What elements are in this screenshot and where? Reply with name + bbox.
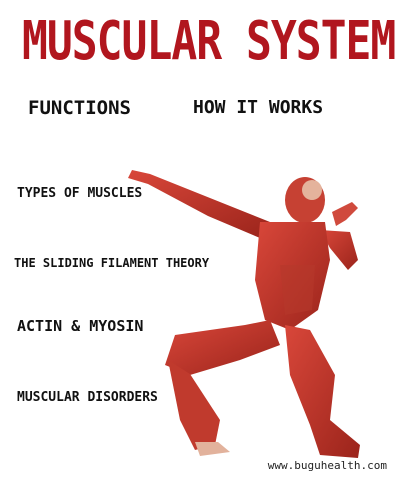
page-title: MUSCULAR SYSTEM: [22, 10, 396, 73]
anatomy-muscle-figure-icon: [128, 170, 360, 458]
topic-sliding-filament-link[interactable]: THE SLIDING FILAMENT THEORY: [14, 256, 210, 270]
topic-muscular-disorders-link[interactable]: MUSCULAR DISORDERS: [17, 390, 158, 405]
watermark: www.buguhealth.com: [264, 458, 390, 473]
topic-types-of-muscles-link[interactable]: TYPES OF MUSCLES: [17, 186, 143, 201]
nav-how-it-works-link[interactable]: HOW IT WORKS: [193, 97, 324, 118]
nav-functions-link[interactable]: FUNCTIONS: [28, 97, 131, 119]
topic-actin-myosin-link[interactable]: ACTIN & MYOSIN: [17, 317, 144, 335]
